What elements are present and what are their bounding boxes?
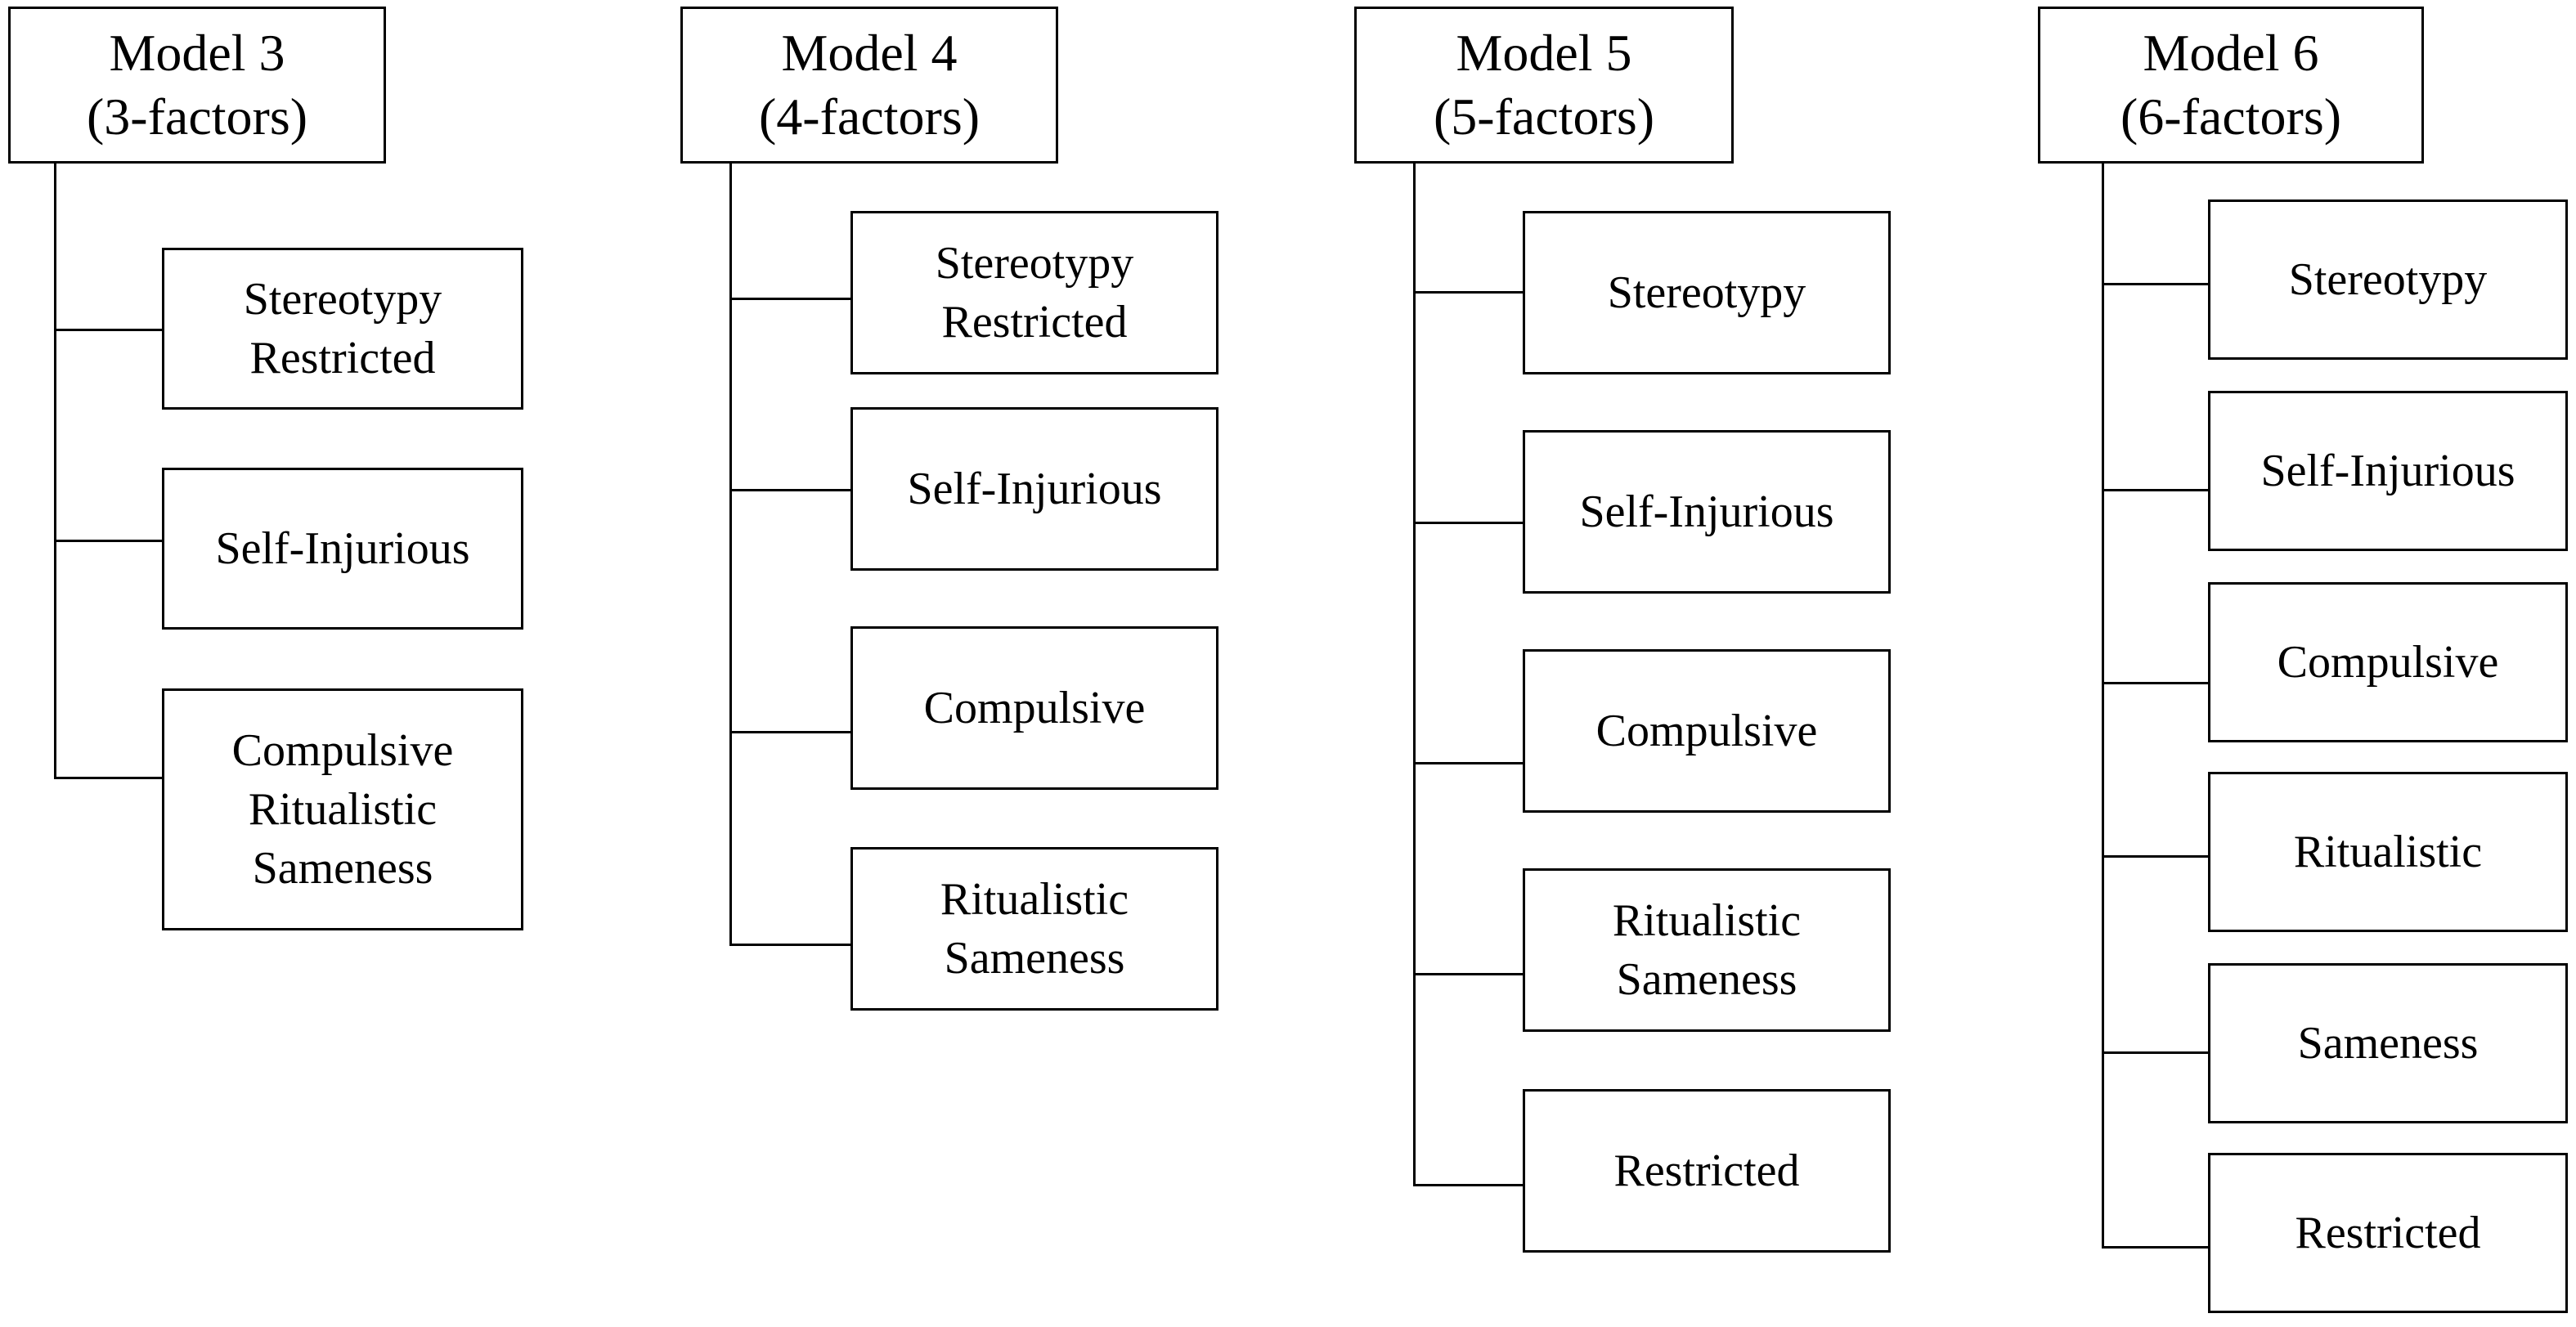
model-5-subtitle: (5-factors) (1433, 87, 1655, 146)
factor-label: Ritualistic (1612, 895, 1802, 946)
model-5-branch-line (1413, 291, 1523, 294)
factor-label: Restricted (941, 297, 1128, 347)
model-3-subtitle: (3-factors) (86, 87, 308, 146)
factor-label: Sameness (252, 843, 433, 894)
factor-label: Sameness (1616, 954, 1797, 1005)
factor-label: Restricted (2295, 1208, 2481, 1258)
model-6-factor-box: Ritualistic (2208, 772, 2568, 932)
model-6-title: Model 6 (2143, 24, 2319, 82)
model-3-branch-line (54, 329, 162, 331)
model-5-trunk-line (1413, 164, 1416, 1186)
model-4-factor-box: Compulsive (850, 626, 1218, 790)
model-4-branch-line (729, 489, 850, 491)
model-4-factor-box: Ritualistic Sameness (850, 847, 1218, 1011)
model-6-factor-box: Self-Injurious (2208, 391, 2568, 551)
factor-label: Restricted (1613, 1145, 1800, 1196)
model-5-factor-box: Restricted (1523, 1089, 1891, 1253)
model-6-factor-box: Restricted (2208, 1153, 2568, 1313)
factor-label: Compulsive (231, 725, 454, 776)
factor-label: Compulsive (2277, 637, 2499, 688)
model-6-factor-box: Compulsive (2208, 582, 2568, 742)
model-3-header-box: Model 3 (3-factors) (8, 7, 386, 164)
model-6-branch-line (2102, 489, 2208, 491)
factor-label: Compulsive (923, 683, 1146, 733)
factor-label: Ritualistic (2293, 827, 2483, 877)
factor-label: Sameness (944, 933, 1125, 984)
factor-label: Compulsive (1595, 706, 1818, 756)
model-3-branch-line (54, 777, 162, 779)
model-4-subtitle: (4-factors) (758, 87, 981, 146)
model-3-factor-box: Compulsive Ritualistic Sameness (162, 688, 523, 930)
model-3-trunk-line (54, 164, 56, 778)
model-6-factor-box: Sameness (2208, 963, 2568, 1123)
factor-label: Ritualistic (248, 784, 438, 835)
model-6-branch-line (2102, 1246, 2208, 1249)
model-6-trunk-line (2102, 164, 2104, 1248)
model-6-factor-box: Stereotypy (2208, 199, 2568, 360)
factor-label: Ritualistic (940, 874, 1129, 925)
model-6-branch-line (2102, 1051, 2208, 1054)
model-4-title: Model 4 (781, 24, 958, 82)
model-6-branch-line (2102, 283, 2208, 285)
model-4-branch-line (729, 944, 850, 946)
model-6-branch-line (2102, 682, 2208, 684)
factor-label: Sameness (2297, 1018, 2479, 1069)
model-5-factor-box: Self-Injurious (1523, 430, 1891, 594)
model-4-branch-line (729, 731, 850, 733)
model-3-factor-box: Self-Injurious (162, 468, 523, 630)
model-5-factor-box: Stereotypy (1523, 211, 1891, 374)
model-3-branch-line (54, 540, 162, 542)
model-3-title: Model 3 (109, 24, 285, 82)
model-6-header-box: Model 6 (6-factors) (2038, 7, 2424, 164)
model-3-factor-box: Stereotypy Restricted (162, 248, 523, 410)
model-6-branch-line (2102, 855, 2208, 858)
model-5-factor-box: Ritualistic Sameness (1523, 868, 1891, 1032)
factor-label: Self-Injurious (1579, 486, 1834, 537)
model-5-title: Model 5 (1456, 24, 1632, 82)
model-5-header-box: Model 5 (5-factors) (1354, 7, 1734, 164)
factor-label: Stereotypy (2288, 254, 2488, 305)
factor-label: Stereotypy (243, 274, 442, 325)
model-5-factor-box: Compulsive (1523, 649, 1891, 813)
factor-label: Stereotypy (935, 238, 1134, 289)
model-4-trunk-line (729, 164, 732, 945)
model-5-branch-line (1413, 762, 1523, 764)
factor-label: Self-Injurious (215, 523, 470, 574)
model-5-branch-line (1413, 522, 1523, 524)
factor-label: Self-Injurious (907, 464, 1162, 514)
model-6-subtitle: (6-factors) (2120, 87, 2342, 146)
factor-label: Self-Injurious (2260, 446, 2515, 496)
model-4-factor-box: Stereotypy Restricted (850, 211, 1218, 374)
model-5-branch-line (1413, 1184, 1523, 1186)
model-4-factor-box: Self-Injurious (850, 407, 1218, 571)
factor-label: Stereotypy (1607, 267, 1806, 318)
model-4-header-box: Model 4 (4-factors) (680, 7, 1058, 164)
model-4-branch-line (729, 298, 850, 300)
model-5-branch-line (1413, 973, 1523, 975)
factor-label: Restricted (249, 333, 436, 383)
